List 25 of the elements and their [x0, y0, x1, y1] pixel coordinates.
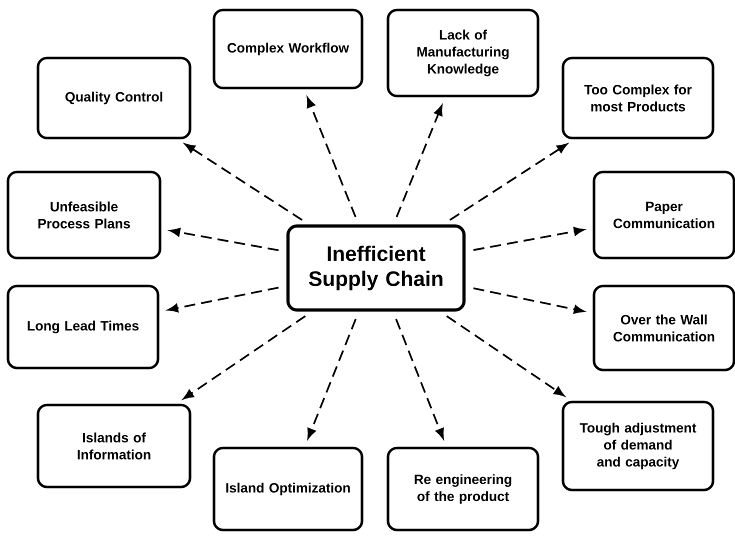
arrow	[473, 287, 584, 314]
arrow	[184, 144, 303, 221]
arrow	[168, 286, 279, 312]
cause-box: Unfeasible Process Plans	[6, 170, 162, 260]
arrow	[446, 315, 564, 396]
cause-box: Re engineering of the product	[386, 446, 540, 532]
cause-box: Lack of Manufacturing Knowledge	[386, 8, 540, 98]
arrow	[395, 318, 444, 439]
arrow	[307, 318, 357, 439]
cause-box: Over the Wall Communication	[592, 284, 735, 372]
arrow	[473, 227, 584, 251]
cause-box: Long Lead Times	[6, 284, 160, 370]
arrow	[170, 228, 279, 252]
arrow	[306, 97, 356, 218]
cause-box: Tough adjustment of demand and capacity	[562, 400, 714, 492]
cause-box: Complex Workflow	[212, 8, 364, 90]
arrow	[449, 144, 568, 221]
hub-box: Inefficient Supply Chain	[286, 224, 466, 312]
cause-box: Island Optimization	[212, 446, 364, 532]
cause-box: Quality Control	[36, 56, 192, 140]
cause-box: Paper Communication	[592, 170, 735, 260]
cause-box: Too Complex for most Products	[562, 56, 714, 140]
arrow	[396, 105, 442, 218]
cause-box: Islands of Information	[36, 404, 192, 488]
arrow	[183, 315, 306, 400]
